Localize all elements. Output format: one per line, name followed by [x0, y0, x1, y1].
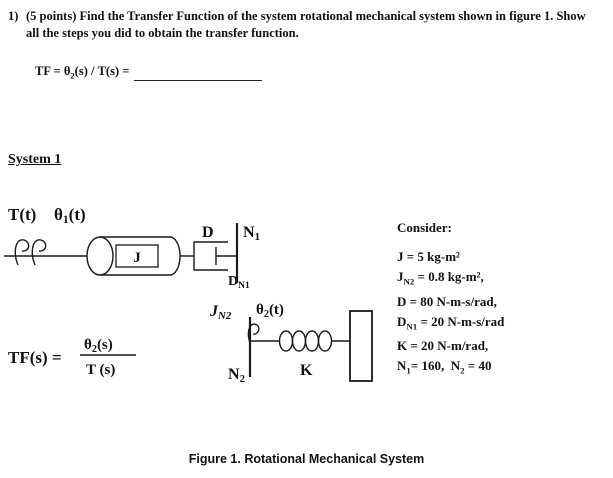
n2-shaft-curl-icon: [247, 323, 260, 344]
figure-caption: Figure 1. Rotational Mechanical System: [188, 452, 425, 466]
inertia-n2-label: JN2: [209, 303, 232, 322]
theta1-label: θ1(t): [54, 205, 86, 226]
gear-n1-label: N1: [243, 224, 260, 243]
tf-equation-lhs: TF(s) =: [8, 348, 62, 367]
spring-coil-1: [278, 330, 294, 352]
spring-coil-2: [291, 330, 307, 352]
torque-curl-1-icon: [14, 239, 30, 266]
spring-coil-3: [304, 330, 320, 352]
gear-n2-label: N2: [228, 366, 245, 385]
spring-K-label: K: [300, 362, 313, 379]
theta2-label: θ2(t): [256, 302, 284, 320]
damper-n1-label: DN1: [228, 274, 250, 291]
inertia-cylinder-cap-arc: [169, 236, 181, 276]
damper-D-label: D: [202, 224, 214, 241]
consider-title: Consider:: [397, 220, 452, 235]
answer-blank-line: [134, 67, 263, 81]
damper-body-path: [193, 241, 228, 271]
spring-coil-4: [317, 330, 333, 352]
inertia-cylinder-end-ellipse: [86, 236, 114, 276]
consider-block: Consider: J = 5 kg-m² JN2 = 0.8 kg-m², D…: [397, 220, 602, 381]
torque-input-label: T(t): [8, 205, 36, 224]
inertia-J-box: [115, 244, 159, 268]
torque-curl-2-icon: [31, 239, 47, 266]
tf-equation-numerator: θ2(s): [84, 337, 113, 355]
consider-item-JN2: JN2 = 0.8 kg-m²,: [397, 269, 484, 287]
problem-statement: 1) (5 points) Find the Transfer Function…: [8, 8, 596, 42]
consider-item-D: D = 80 N-m-s/rad,: [397, 293, 497, 309]
consider-item-K: K = 20 N-m/rad,: [397, 338, 489, 354]
section-title: System 1: [8, 152, 62, 167]
load-block-rect: [349, 310, 373, 382]
tf-equation-denominator: T (s): [86, 362, 115, 378]
inertia-J-label: J: [133, 250, 141, 266]
problem-number: 1): [8, 9, 19, 23]
consider-item-DN1: DN1 = 20 N-m-s/rad: [397, 313, 505, 332]
consider-item-N1-N2: N1= 160, N2 = 40: [397, 358, 492, 376]
tf-answer-label: TF = θ2(s) / T(s) =: [35, 64, 130, 81]
problem-text: (5 points) Find the Transfer Function of…: [26, 9, 586, 40]
tf-answer-line: TF = θ2(s) / T(s) =: [35, 64, 263, 81]
figure-diagram: T(t) θ1(t) J D N1 DN1 JN2 θ2(t) N2 K TF(…: [4, 205, 373, 385]
consider-item-J: J = 5 kg-m²: [397, 249, 460, 264]
